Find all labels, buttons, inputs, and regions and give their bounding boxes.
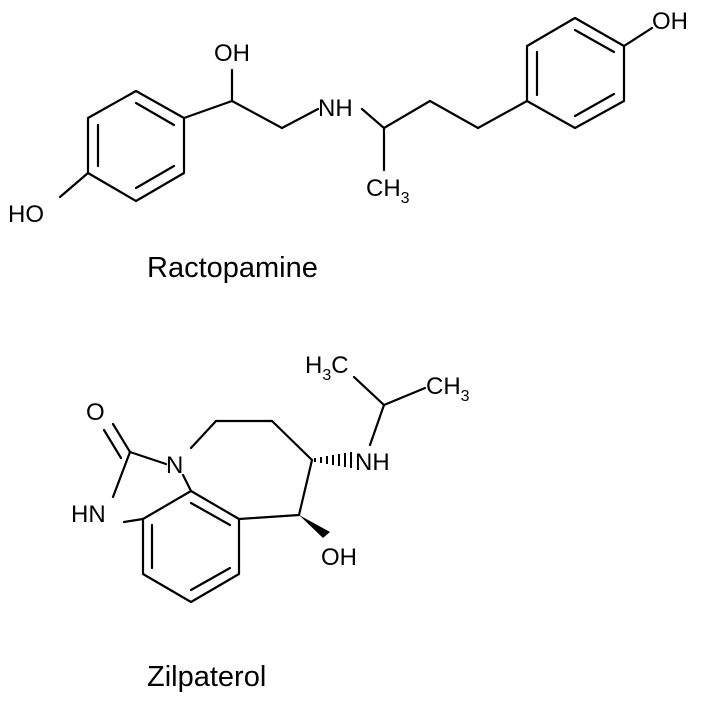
zilpaterol-ch3-methyl-label: CH3 (426, 373, 470, 405)
zilpaterol-carbonyl-bond-b (102, 428, 123, 460)
ractopamine-name-label: Ractopamine (147, 252, 318, 284)
ractopamine-right-phenol-ring (525, 16, 626, 130)
zilpaterol-n-ring-label: N (166, 452, 183, 479)
zilpaterol-oh-hydroxyl-label: OH (321, 544, 357, 571)
zilpaterol-o-carbonyl-label: O (86, 399, 105, 426)
zilpaterol-imidazolone-ring (111, 450, 193, 524)
ractopamine-ch3-methyl-label: CH3 (366, 175, 410, 207)
ractopamine-structure: OH NH HO OH CH3 (8, 8, 688, 228)
zilpaterol-structure: O N HN NH OH H3C CH3 (71, 352, 470, 604)
zilpaterol-name-label: Zilpaterol (147, 661, 266, 693)
zilpaterol-hn-ring-label: HN (71, 501, 106, 528)
zilpaterol-wedged-stereo-bond (299, 515, 330, 538)
ractopamine-oh-hydroxyl-label: OH (214, 40, 250, 67)
zilpaterol-benzene-ring (141, 489, 241, 604)
ractopamine-nh-amine-label: NH (318, 95, 353, 122)
zilpaterol-hashed-stereo-bond (314, 452, 352, 468)
ractopamine-chain (182, 68, 529, 172)
zilpaterol-isopropyl-group (352, 375, 427, 447)
zilpaterol-nh-amine-label: NH (355, 449, 390, 476)
ractopamine-bond-ring-oh-left (58, 171, 90, 199)
zilpaterol-h3c-methyl-label: H3C (305, 352, 349, 384)
ractopamine-left-phenol-ring (86, 89, 186, 203)
zilpaterol-azepine-ring (189, 419, 314, 521)
ractopamine-bond-ring-oh-right (622, 26, 654, 48)
zilpaterol-carbonyl-bond-a (111, 422, 132, 454)
ractopamine-oh-phenol-label: OH (652, 8, 688, 35)
ractopamine-ho-phenol-label: HO (8, 201, 44, 228)
